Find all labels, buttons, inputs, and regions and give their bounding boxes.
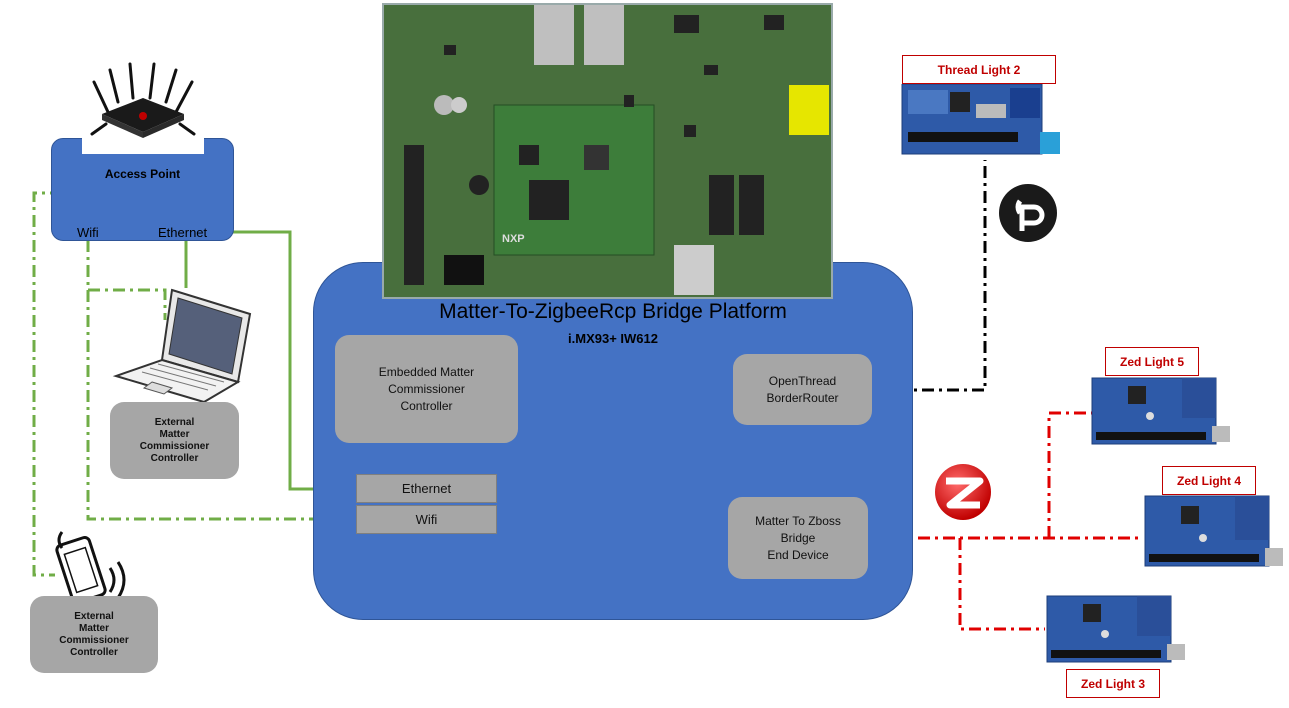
zigbee-wire-light5 (1047, 411, 1095, 538)
access-point-ethernet-label: Ethernet (158, 225, 208, 240)
wifi-wire-laptop (88, 288, 167, 320)
zed-light-5-label: Zed Light 5 (1105, 347, 1199, 376)
board-silkscreen: NXP (502, 233, 525, 245)
platform-title: Matter-To-ZigbeeRcp Bridge Platform (439, 300, 787, 323)
wifi-wire-platform (86, 240, 356, 521)
external-laptop-commissioner: External Matter Commissioner Controller (110, 402, 239, 479)
access-point-notch (82, 138, 204, 154)
access-point-box: Access Point Wifi Ethernet (51, 138, 234, 241)
access-point-title: Access Point (104, 167, 181, 181)
zed-light-3-board (1045, 594, 1187, 666)
thread-light-2-label: Thread Light 2 (902, 55, 1056, 84)
zed-light-5-board (1090, 376, 1232, 448)
thread-light-2-board (900, 83, 1062, 158)
zigbee-wire-light3 (958, 538, 1045, 631)
platform-wifi-interface: Wifi (356, 505, 497, 534)
platform-ethernet-interface: Ethernet (356, 474, 497, 503)
matter-zboss-bridge-box: Matter To Zboss Bridge End Device (728, 497, 868, 579)
router-icon (88, 62, 198, 142)
zed-light-3-label: Zed Light 3 (1066, 669, 1160, 698)
wifi-wire-phone (32, 191, 62, 577)
platform-subtitle: i.MX93+ IW612 (568, 331, 658, 346)
openthread-logo (998, 183, 1058, 243)
laptop-icon (112, 286, 262, 404)
access-point-wifi-label: Wifi (77, 225, 99, 240)
external-phone-commissioner: External Matter Commissioner Controller (30, 596, 158, 673)
bridge-board-photo: NXP (382, 3, 833, 299)
zigbee-logo (934, 463, 992, 521)
zed-light-4-label: Zed Light 4 (1162, 466, 1256, 495)
embedded-commissioner-box: Embedded Matter Commissioner Controller (335, 335, 518, 443)
openthread-border-router-box: OpenThread BorderRouter (733, 354, 872, 425)
zed-light-4-board (1143, 494, 1285, 572)
